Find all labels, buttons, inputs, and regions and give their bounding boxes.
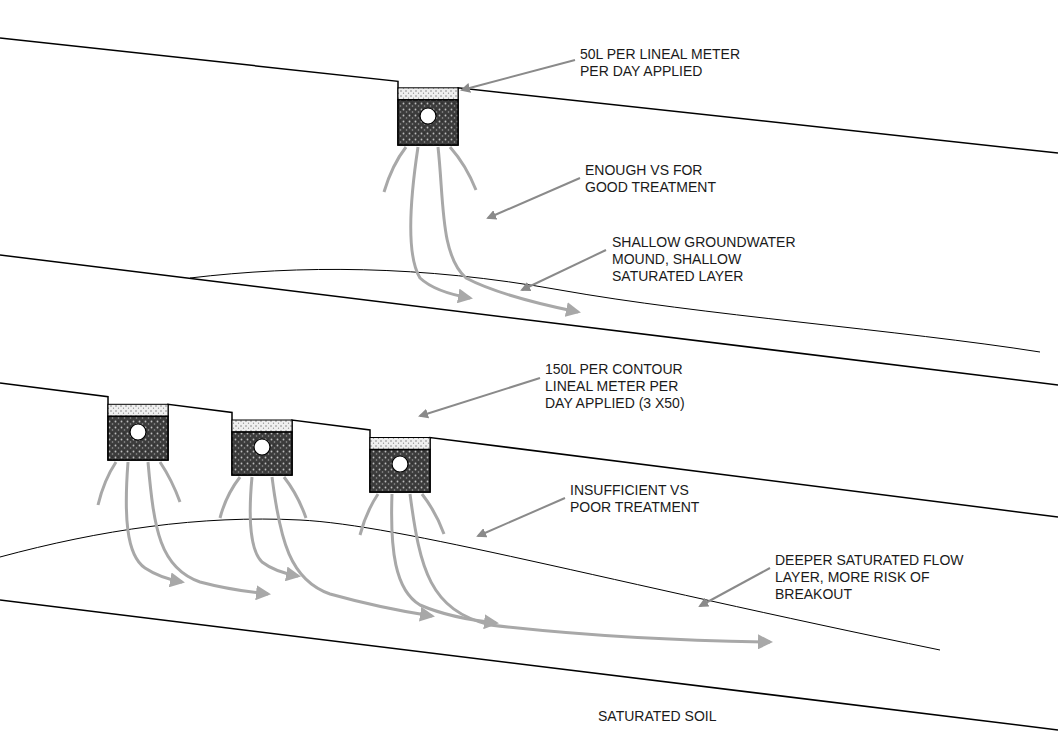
lower-boundary [0, 600, 1058, 730]
callout-label: ENOUGH VS FOR GOOD TREATMENT [585, 162, 725, 196]
callout-label: 150L PER CONTOUR LINEAL METER PER DAY AP… [545, 361, 700, 412]
callout-label: SHALLOW GROUNDWATER MOUND, SHALLOW SATUR… [612, 234, 807, 285]
callout-label: SATURATED SOIL [598, 708, 798, 725]
callout-label: 50L PER LINEAL METER PER DAY APPLIED [580, 46, 755, 80]
bottom-trenches [108, 404, 430, 492]
top-trench [398, 88, 458, 145]
lower-boundary [0, 255, 1058, 385]
top-section [0, 38, 1058, 385]
ground-surface [0, 38, 1058, 153]
callout-label: INSUFFICIENT VS POOR TREATMENT [570, 482, 710, 516]
bottom-flow-arrows [98, 462, 770, 642]
top-flow-arrows [384, 147, 578, 312]
leader-lines [420, 60, 770, 606]
bottom-section [0, 383, 1058, 730]
callout-label: DEEPER SATURATED FLOW LAYER, MORE RISK O… [775, 552, 975, 603]
ground-surface [0, 383, 1058, 517]
